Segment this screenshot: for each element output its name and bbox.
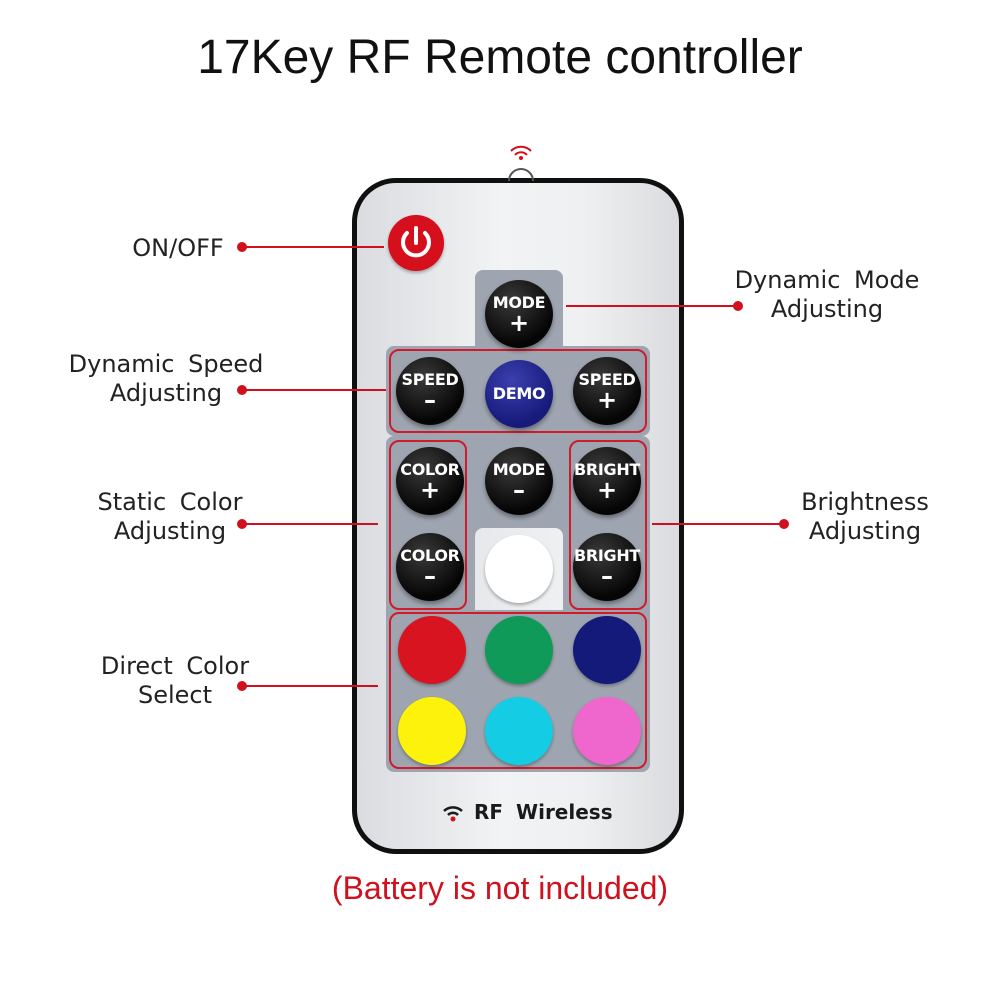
bright-plus-sign: +	[596, 476, 618, 504]
white-color-button[interactable]	[485, 535, 553, 603]
brightness-group-outline	[569, 440, 647, 610]
mode-minus-sign: –	[513, 476, 525, 504]
yellow-color-button[interactable]	[398, 697, 466, 765]
direct-color-line1: Direct Color	[100, 652, 250, 680]
static-color-group-outline	[389, 440, 467, 610]
battery-note: (Battery is not included)	[331, 870, 669, 906]
dynamic-speed-label: Dynamic Speed Adjusting	[60, 350, 272, 408]
speed-plus-sign: +	[596, 386, 618, 414]
on-off-label-text: ON/OFF	[132, 234, 224, 262]
power-icon	[401, 226, 431, 258]
brightness-line2: Adjusting	[808, 517, 922, 545]
static-color-label: Static Color Adjusting	[80, 488, 260, 546]
speed-minus-text: SPEED	[401, 370, 459, 389]
page-title: 17Key RF Remote controller	[197, 31, 803, 84]
color-minus-sign: –	[424, 562, 436, 590]
color-plus-sign: +	[419, 476, 441, 504]
direct-color-label: Direct Color Select	[90, 652, 260, 710]
color-plus-button[interactable]: COLOR +	[396, 447, 464, 515]
blue-color-button[interactable]	[573, 616, 641, 684]
direct-color-line2: Select	[137, 681, 213, 709]
on-off-label: ON/OFF	[120, 234, 236, 263]
bright-plus-button[interactable]: BRIGHT +	[573, 447, 641, 515]
bright-minus-button[interactable]: BRIGHT –	[573, 533, 641, 601]
speed-plus-text: SPEED	[578, 370, 636, 389]
demo-text: DEMO	[492, 384, 546, 403]
dynamic-speed-line1: Dynamic Speed	[68, 350, 264, 378]
brightness-line1: Brightness	[801, 488, 929, 516]
speed-plus-button[interactable]: SPEED +	[573, 357, 641, 425]
mode-plus-text: MODE	[492, 293, 546, 312]
speed-minus-sign: –	[424, 386, 436, 414]
bright-plus-text: BRIGHT	[573, 460, 641, 479]
color-minus-button[interactable]: COLOR –	[396, 533, 464, 601]
wifi-signal-icon	[443, 806, 463, 822]
rf-wireless-text: RF Wireless	[474, 800, 613, 824]
brightness-label: Brightness Adjusting	[790, 488, 940, 546]
demo-button[interactable]: DEMO	[485, 360, 553, 428]
speed-group-outline	[389, 349, 647, 433]
bright-minus-text: BRIGHT	[573, 546, 641, 565]
cyan-color-button[interactable]	[485, 697, 553, 765]
dynamic-mode-line1: Dynamic Mode	[734, 266, 920, 294]
red-color-button[interactable]	[398, 616, 466, 684]
antenna-signal-icon	[508, 145, 534, 182]
dynamic-mode-line2: Adjusting	[770, 295, 884, 323]
dynamic-speed-line2: Adjusting	[109, 379, 223, 407]
green-color-button[interactable]	[485, 616, 553, 684]
pink-color-button[interactable]	[573, 697, 641, 765]
mode-plus-sign: +	[508, 309, 530, 337]
color-minus-text: COLOR	[400, 546, 460, 565]
color-plus-text: COLOR	[400, 460, 460, 479]
mode-plus-button[interactable]: MODE +	[485, 280, 553, 348]
power-button[interactable]	[388, 215, 444, 271]
bright-minus-sign: –	[601, 562, 613, 590]
mode-minus-text: MODE	[492, 460, 546, 479]
dynamic-mode-label: Dynamic Mode Adjusting	[722, 266, 932, 324]
static-color-line1: Static Color	[97, 488, 243, 516]
mode-minus-button[interactable]: MODE –	[485, 447, 553, 515]
static-color-line2: Adjusting	[113, 517, 227, 545]
direct-color-group-outline	[389, 612, 647, 769]
speed-minus-button[interactable]: SPEED –	[396, 357, 464, 425]
